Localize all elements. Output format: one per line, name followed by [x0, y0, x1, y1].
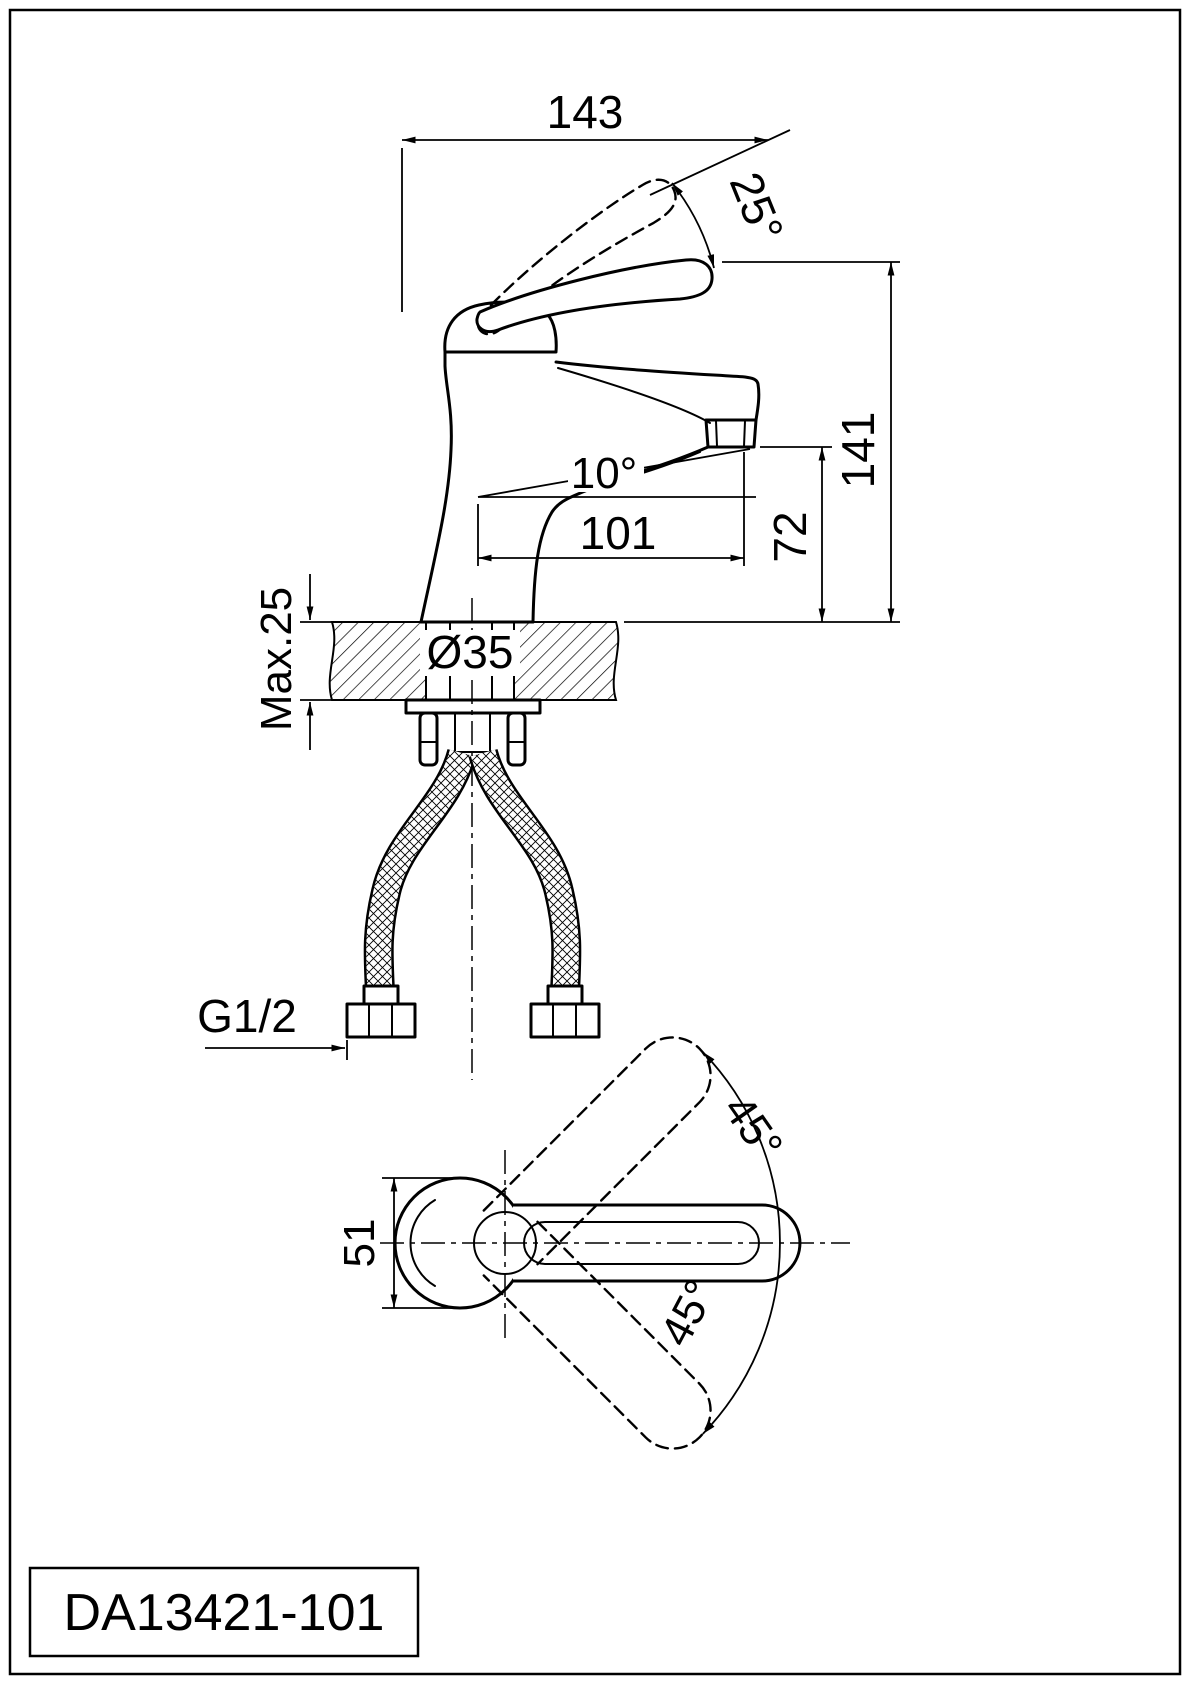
- label-mask-d35: [420, 630, 520, 676]
- deck-section-left: [328, 621, 427, 701]
- top-view: 51 45° 45°: [335, 1036, 850, 1450]
- part-number: DA13421-101: [64, 1584, 385, 1642]
- dim-label-45deg-up: 45°: [714, 1086, 792, 1169]
- hose-fitting-right: [529, 984, 601, 1039]
- dim-label-45deg-down: 45°: [651, 1272, 726, 1354]
- handle-lever: [475, 258, 714, 334]
- aerator-detail-lines: [715, 420, 746, 447]
- dim-label-hole-diameter: Ø35: [427, 626, 514, 678]
- dim-label-51: 51: [335, 1219, 384, 1268]
- faucet-body-left-edge: [419, 350, 453, 624]
- spout-inner-line: [557, 367, 711, 424]
- dim-label-10deg: 10°: [571, 449, 638, 498]
- title-block: DA13421-101: [28, 1566, 420, 1658]
- dim-label-max25: Max.25: [252, 587, 301, 731]
- dim-label-143: 143: [547, 86, 624, 138]
- dim-label-thread: G1/2: [197, 990, 297, 1042]
- supply-hose-left: [363, 748, 477, 993]
- page-border: [8, 8, 1182, 1676]
- part-number-box: [28, 1566, 420, 1658]
- dim-label-72: 72: [764, 511, 816, 562]
- fixing-stud-right: [506, 711, 527, 767]
- dim-label-25deg: 25°: [720, 165, 794, 249]
- hose-fitting-left: [345, 984, 417, 1039]
- ext-lines-max25: [300, 621, 336, 701]
- spout-top-edge: [554, 360, 761, 422]
- side-view: 143 25° 141 72 10° 101 Ma: [197, 86, 900, 1080]
- mounting-washer: [404, 698, 542, 715]
- arc-25deg: [671, 182, 715, 269]
- dim-label-141: 141: [832, 412, 884, 489]
- dim-label-101: 101: [580, 507, 657, 559]
- aerator: [704, 418, 758, 449]
- label-mask-10deg: [568, 448, 644, 492]
- supply-hose-right: [468, 748, 582, 993]
- fixing-stud-left: [418, 711, 439, 767]
- deck-section-right: [513, 621, 620, 701]
- handle-rotated-down-dashed: [482, 1220, 712, 1450]
- handle-inner-outline-top: [523, 1221, 760, 1265]
